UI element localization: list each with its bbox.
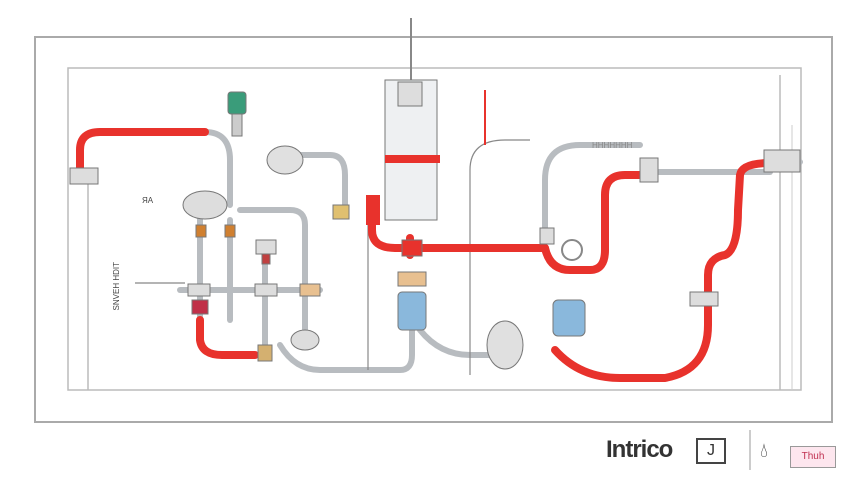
left-cap bbox=[69, 167, 99, 185]
pump-main bbox=[486, 320, 524, 370]
gauge-top-left bbox=[227, 91, 247, 115]
brand-box-icon: Ј bbox=[696, 438, 726, 464]
inner-frame bbox=[67, 67, 802, 391]
hot-pipes bbox=[76, 128, 774, 382]
tank-right bbox=[552, 299, 586, 337]
droplet-icon: 💧︎ bbox=[760, 440, 768, 462]
outer-frame bbox=[34, 36, 833, 423]
components bbox=[69, 79, 801, 370]
label-small: ЯA bbox=[142, 196, 154, 205]
divider bbox=[749, 430, 751, 470]
pump-top bbox=[266, 145, 304, 175]
label-vertical: SNVEH HDIT bbox=[112, 262, 121, 311]
brand-logo: Intrico bbox=[606, 436, 673, 463]
tank-left bbox=[397, 291, 427, 331]
gauge-mid bbox=[255, 239, 277, 255]
valve-left bbox=[182, 190, 228, 220]
label-top-right: HHHHHHH bbox=[592, 141, 633, 150]
footer-tag: Thuh bbox=[790, 446, 836, 468]
